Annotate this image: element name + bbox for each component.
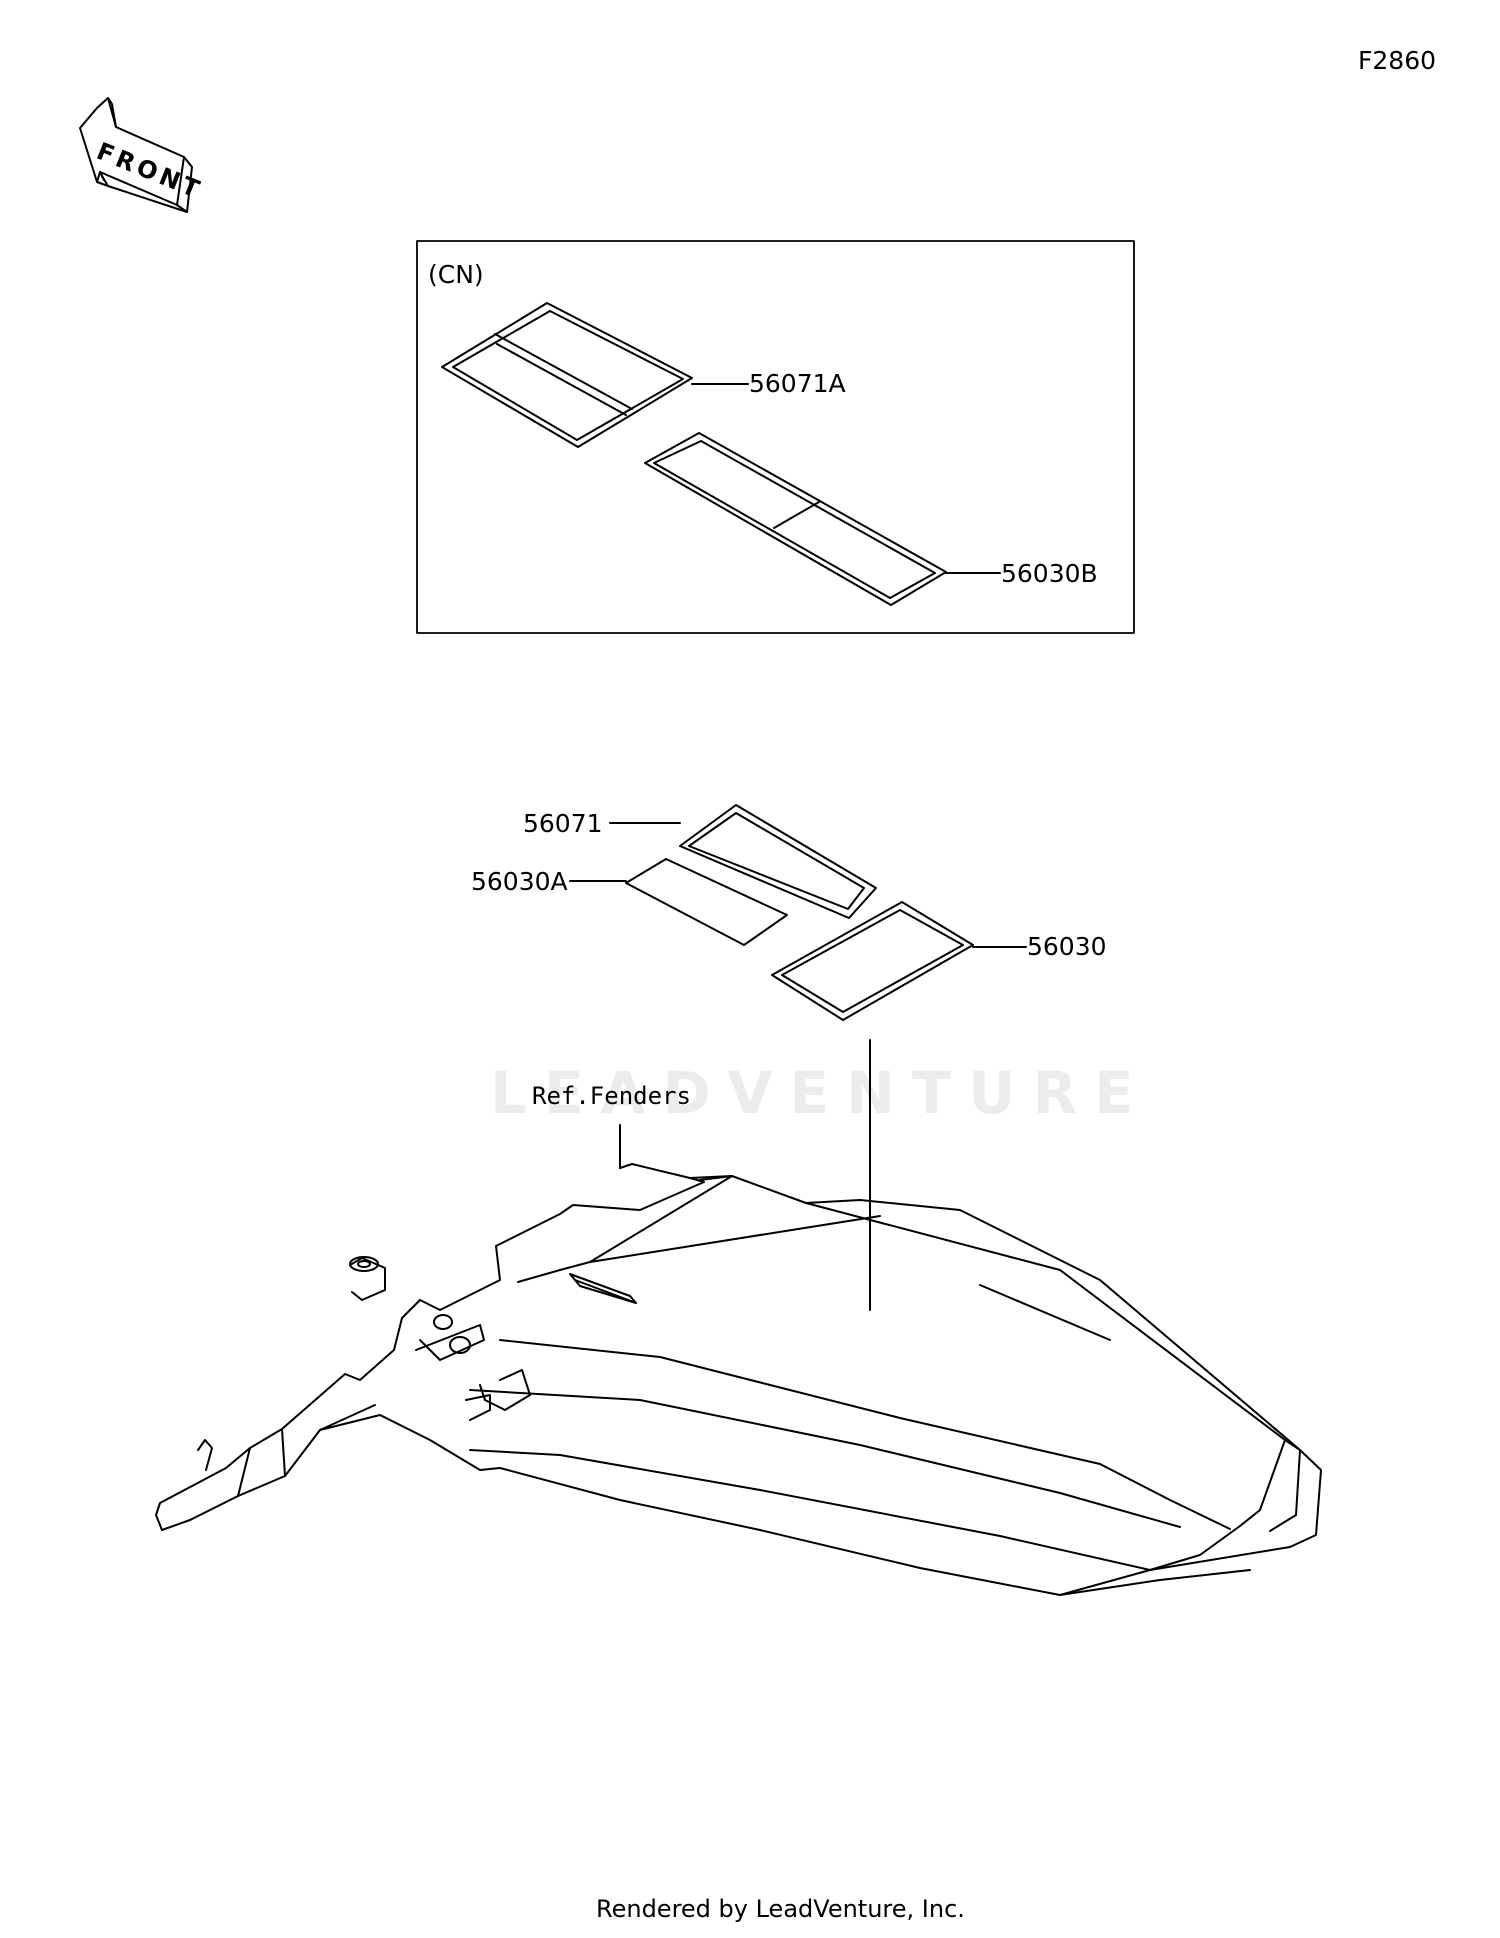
part-code-56071A: 56071A xyxy=(749,369,846,398)
inset-box xyxy=(416,240,1135,634)
part-code-56030B: 56030B xyxy=(1001,559,1098,588)
front-arrow-icon xyxy=(79,97,193,213)
sticker-56030A-shape xyxy=(625,858,788,946)
footer-credit: Rendered by LeadVenture, Inc. xyxy=(596,1895,965,1923)
part-code-56030A: 56030A xyxy=(471,867,568,896)
sticker-56030-shape xyxy=(771,901,974,1021)
sticker-56071-shape xyxy=(679,804,877,919)
part-code-56071: 56071 xyxy=(523,809,603,838)
sticker-56030B-shape xyxy=(644,432,947,606)
part-code-56030: 56030 xyxy=(1027,932,1107,961)
ref-fenders-label: Ref.Fenders xyxy=(532,1082,691,1110)
watermark-text: LEADVENTURE xyxy=(490,1059,1151,1127)
rear-fender-drawing xyxy=(155,1163,1322,1596)
inset-region-label: (CN) xyxy=(428,260,484,289)
figure-id: F2860 xyxy=(1358,46,1437,75)
sticker-56071A-shape xyxy=(441,302,693,448)
